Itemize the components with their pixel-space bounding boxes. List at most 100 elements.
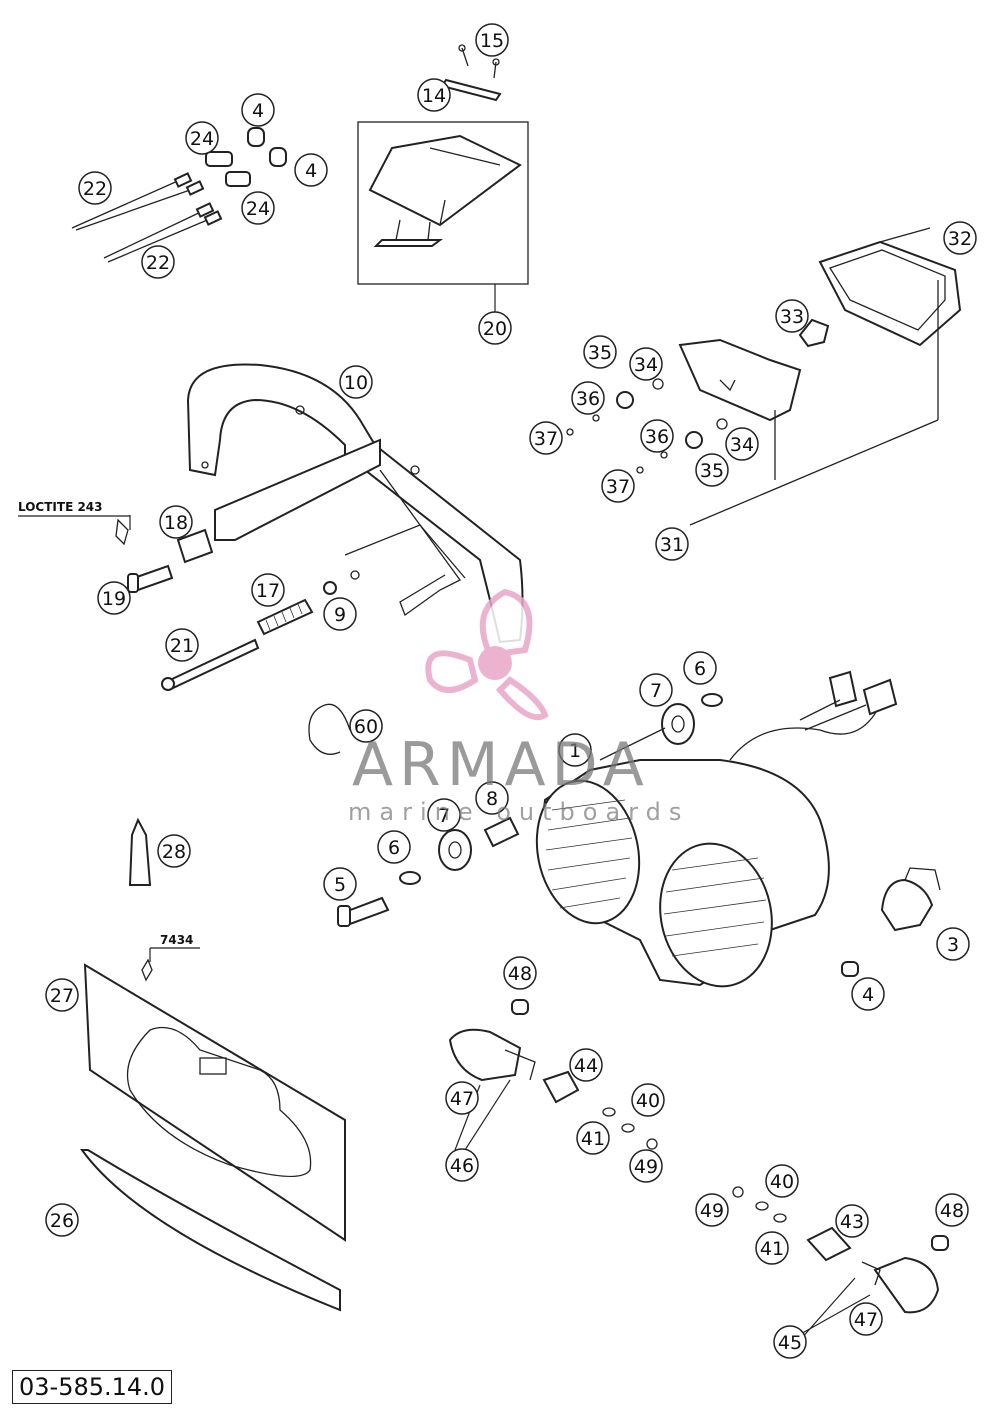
callout-36: 36 (640, 419, 674, 453)
callout-label: 49 (634, 1156, 658, 1178)
callout-label: 36 (645, 426, 669, 448)
callout-label: 17 (256, 580, 280, 602)
callout-label: 35 (700, 460, 724, 482)
part-bolt-set-right (337, 693, 723, 927)
callout-15: 15 (475, 23, 509, 57)
callout-17: 17 (251, 573, 285, 607)
callout-35: 35 (695, 453, 729, 487)
part-bolt-set-left (115, 518, 337, 691)
callout-14: 14 (417, 78, 451, 112)
part-number-plate (80, 958, 346, 1312)
callout-48: 48 (503, 956, 537, 990)
callout-48: 48 (935, 1193, 969, 1227)
callout-36: 36 (571, 381, 605, 415)
part-wires-and-sockets (71, 127, 287, 263)
part-headlight-bracket (186, 363, 524, 644)
callout-label: 20 (483, 318, 507, 340)
callout-24: 24 (241, 191, 275, 225)
callout-label: 15 (480, 30, 504, 52)
part-clamp (308, 703, 351, 755)
callout-4: 4 (294, 153, 328, 187)
callout-label: 31 (660, 534, 684, 556)
callout-19: 19 (97, 581, 131, 615)
callout-46: 46 (445, 1148, 479, 1182)
callout-label: 18 (164, 512, 188, 534)
callout-4: 4 (241, 93, 275, 127)
callout-47: 47 (849, 1302, 883, 1336)
callout-label: 33 (780, 306, 804, 328)
callout-label: 60 (354, 716, 378, 738)
callout-43: 43 (835, 1204, 869, 1238)
callout-9: 9 (323, 597, 357, 631)
callout-label: 3 (947, 934, 959, 956)
callout-20: 20 (478, 311, 512, 345)
watermark-brand: ARMADA (352, 730, 650, 800)
callout-41: 41 (576, 1121, 610, 1155)
callout-7: 7 (427, 798, 461, 832)
callout-27: 27 (45, 978, 79, 1012)
callout-26: 26 (45, 1203, 79, 1237)
callout-label: 7 (650, 680, 662, 702)
callout-label: 37 (534, 428, 558, 450)
drawing-number: 03-585.14.0 (12, 1370, 173, 1404)
callout-label: 1 (569, 740, 581, 762)
callout-60: 60 (349, 709, 383, 743)
callout-7: 7 (639, 673, 673, 707)
callout-label: 22 (146, 252, 170, 274)
callout-18: 18 (159, 505, 193, 539)
callout-49: 49 (695, 1193, 729, 1227)
callout-34: 34 (725, 427, 759, 461)
callout-35: 35 (583, 335, 617, 369)
part-headlight-unit (535, 670, 941, 988)
callout-45: 45 (773, 1325, 807, 1359)
callout-label: 41 (581, 1128, 605, 1150)
callout-label: 35 (588, 342, 612, 364)
callout-label: 7 (438, 805, 450, 827)
callout-label: 8 (486, 788, 498, 810)
callout-34: 34 (629, 347, 663, 381)
note-7434: 7434 (160, 933, 193, 947)
callout-label: 48 (508, 963, 532, 985)
callout-label: 32 (948, 228, 972, 250)
callout-label: 47 (854, 1309, 878, 1331)
callout-label: 45 (778, 1332, 802, 1354)
callout-label: 6 (388, 837, 400, 859)
callout-label: 44 (574, 1055, 598, 1077)
callout-label: 40 (636, 1090, 660, 1112)
callout-label: 21 (170, 635, 194, 657)
callout-label: 41 (760, 1238, 784, 1260)
callout-label: 6 (694, 658, 706, 680)
callout-label: 10 (344, 372, 368, 394)
callout-3: 3 (936, 927, 970, 961)
callout-label: 34 (634, 354, 658, 376)
part-tail-light-assembly (566, 227, 962, 526)
callout-28: 28 (157, 834, 191, 868)
callout-22: 22 (78, 171, 112, 205)
callout-label: 5 (334, 874, 346, 896)
part-adhesive-tube (128, 817, 152, 886)
callout-5: 5 (323, 867, 357, 901)
callout-24: 24 (185, 121, 219, 155)
watermark-logo (425, 588, 549, 721)
callout-32: 32 (943, 221, 977, 255)
callout-label: 4 (305, 160, 317, 182)
part-indicators (448, 999, 949, 1314)
callout-6: 6 (377, 830, 411, 864)
callout-41: 41 (755, 1231, 789, 1265)
callout-label: 34 (730, 434, 754, 456)
callout-label: 4 (862, 984, 874, 1006)
callout-label: 47 (450, 1088, 474, 1110)
callout-label: 26 (50, 1210, 74, 1232)
callout-6: 6 (683, 651, 717, 685)
callout-label: 19 (102, 588, 126, 610)
callout-22: 22 (141, 245, 175, 279)
callout-4: 4 (851, 977, 885, 1011)
callout-label: 14 (422, 85, 446, 107)
callout-33: 33 (775, 299, 809, 333)
callout-37: 37 (601, 469, 635, 503)
callout-label: 24 (246, 198, 270, 220)
note-loctite: LOCTITE 243 (18, 500, 103, 514)
